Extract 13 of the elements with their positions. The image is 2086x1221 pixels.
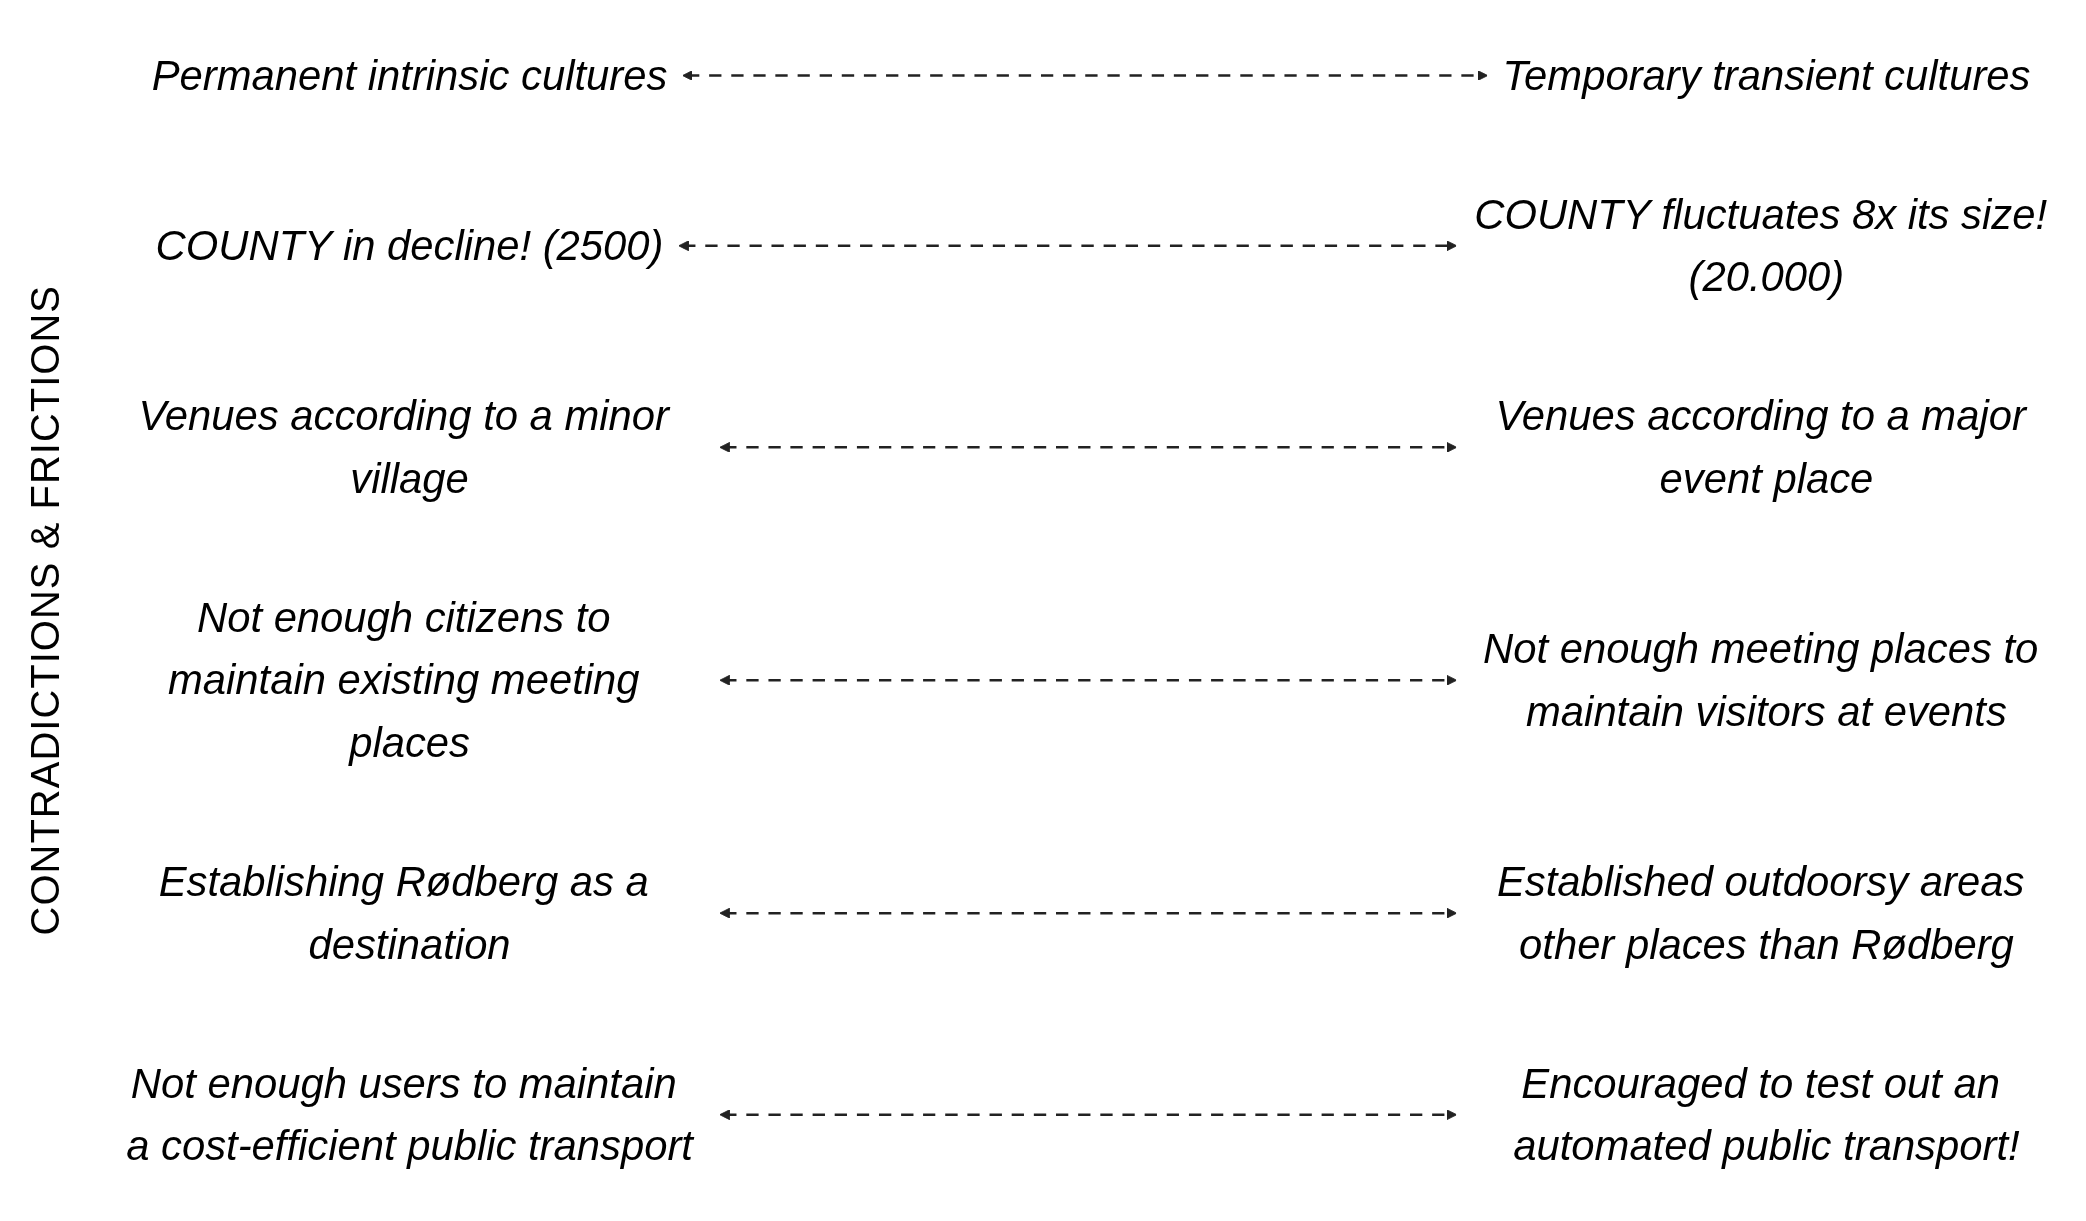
- node-text: Not enough users to maintain a cost-efficient public transport: [126, 1059, 693, 1169]
- node-text: Venues according to a minor village: [138, 391, 669, 502]
- node-text: COUNTY fluctuates 8x its size! (20.000): [1474, 190, 2048, 300]
- node-text: Encouraged to test out an automated public transport!: [1513, 1059, 2020, 1169]
- node-text: Permanent intrinsic cultures: [151, 51, 668, 98]
- axis-label: CONTRADICTIONS & FRICTIONS: [22, 285, 68, 936]
- node-text: Temporary transient cultures: [1502, 51, 2031, 98]
- node-text: Venues according to a major event place: [1495, 391, 2026, 502]
- node-text: Established outdoorsy areas other places than Rødberg: [1496, 857, 2025, 967]
- node-text: Establishing Rødberg as a destination: [158, 857, 649, 967]
- node-text: Not enough meeting places to maintain visitors at events: [1483, 624, 2039, 735]
- node-text: COUNTY in decline! (2500): [155, 221, 664, 269]
- node-text: Not enough citizens to maintain existing meeting places: [167, 593, 640, 766]
